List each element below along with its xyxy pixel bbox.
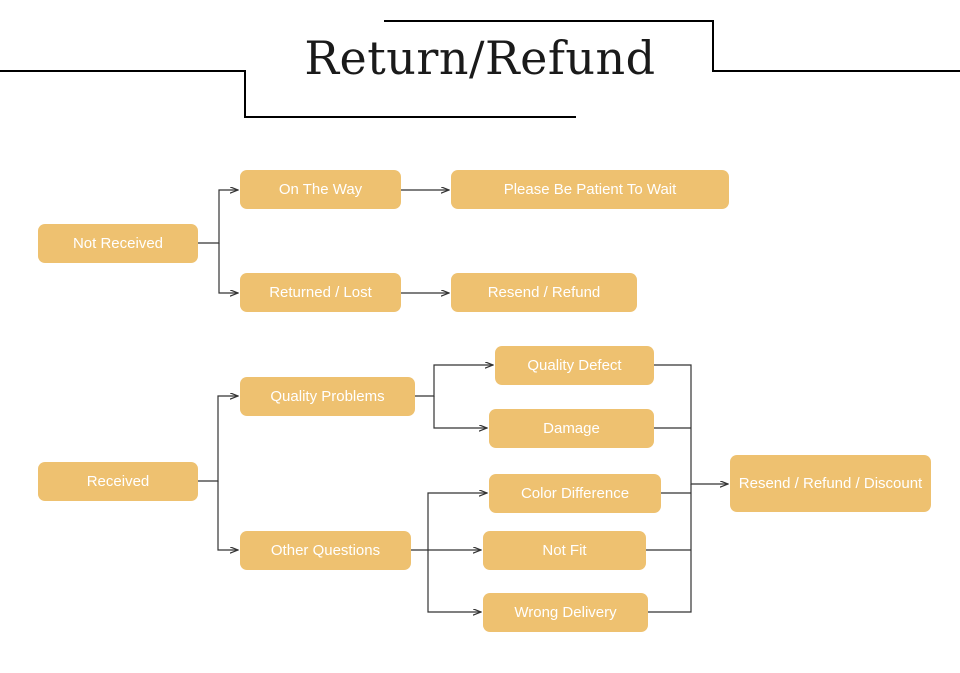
node-resend-refund[interactable]: Resend / Refund [451, 273, 637, 312]
node-please-be-patient-to-wait[interactable]: Please Be Patient To Wait [451, 170, 729, 209]
node-damage[interactable]: Damage [489, 409, 654, 448]
node-received[interactable]: Received [38, 462, 198, 501]
title-rule-right [712, 70, 960, 72]
title-rule-top [384, 20, 714, 22]
node-returned-lost[interactable]: Returned / Lost [240, 273, 401, 312]
title-block: Return/Refund [0, 0, 960, 125]
title-rule-left [0, 70, 246, 72]
node-wrong-delivery[interactable]: Wrong Delivery [483, 593, 648, 632]
page-title: Return/Refund [304, 31, 656, 85]
node-not-received[interactable]: Not Received [38, 224, 198, 263]
title-rule-bottom [244, 116, 576, 118]
node-resend-refund-discount[interactable]: Resend / Refund / Discount [730, 455, 931, 512]
title-rule-left-drop [244, 70, 246, 118]
node-other-questions[interactable]: Other Questions [240, 531, 411, 570]
node-color-difference[interactable]: Color Difference [489, 474, 661, 513]
title-rule-top-right-drop [712, 20, 714, 72]
node-quality-problems[interactable]: Quality Problems [240, 377, 415, 416]
node-quality-defect[interactable]: Quality Defect [495, 346, 654, 385]
node-on-the-way[interactable]: On The Way [240, 170, 401, 209]
node-not-fit[interactable]: Not Fit [483, 531, 646, 570]
